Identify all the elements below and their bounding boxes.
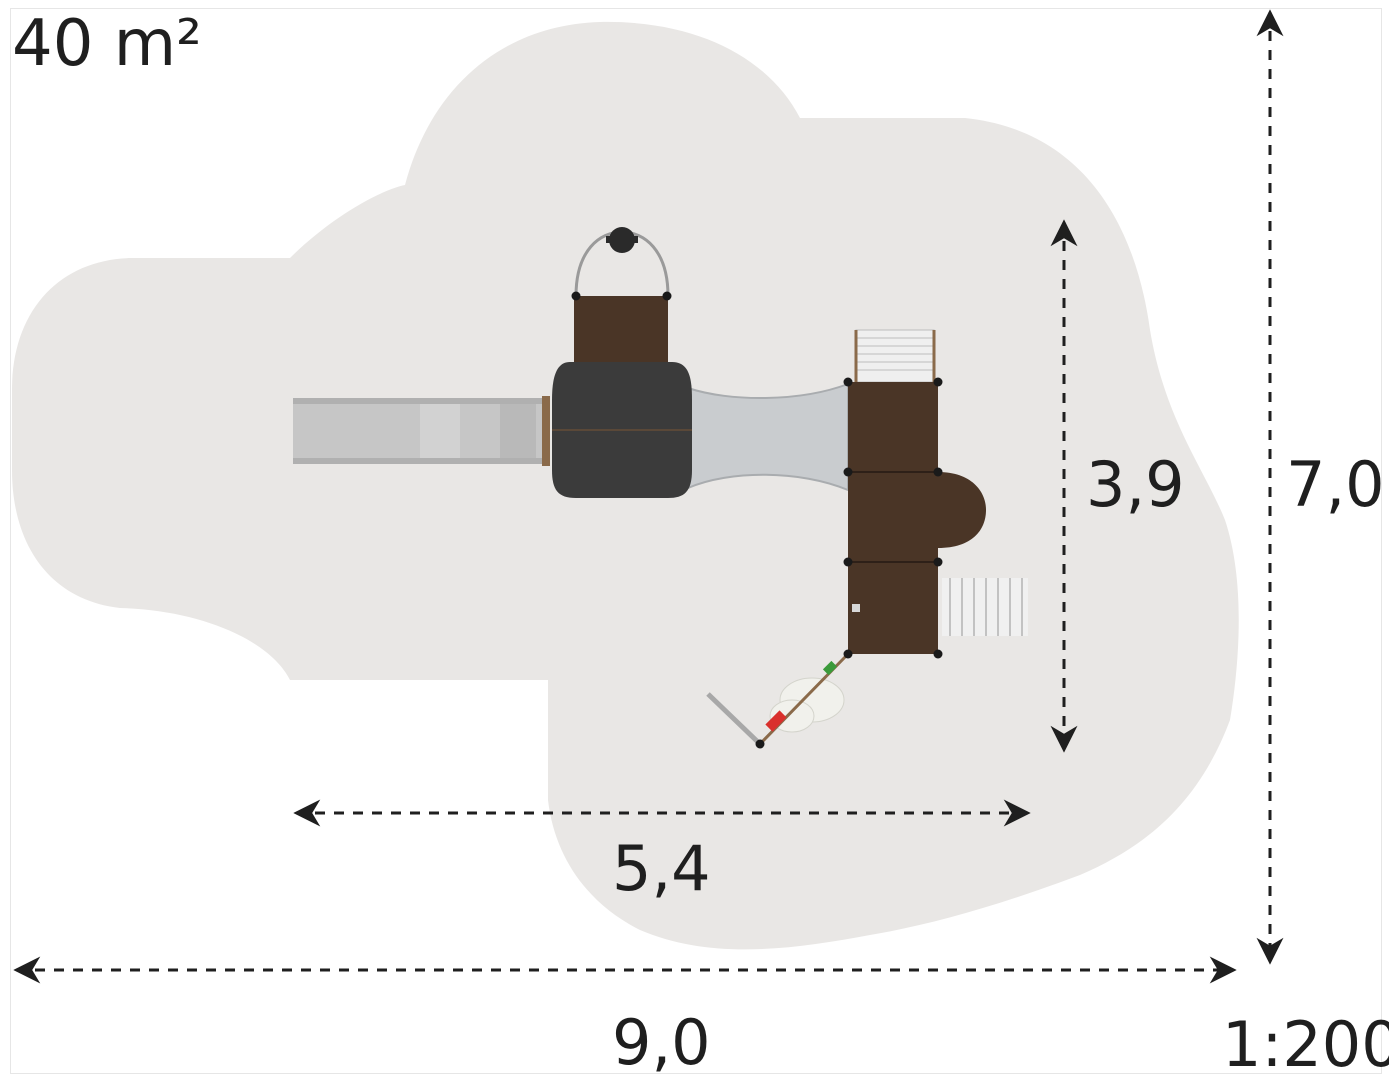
scale-label: 1:200 <box>1222 1008 1389 1081</box>
swing-seat-green <box>822 660 838 676</box>
drawing-frame <box>10 8 1382 1074</box>
climbing-panel <box>942 578 1028 636</box>
posts <box>571 291 943 749</box>
area-label: 40 m² <box>12 7 202 81</box>
slide <box>293 396 550 466</box>
equipment-depth-label: 3,9 <box>1086 448 1185 521</box>
swing-seat-red <box>765 710 787 732</box>
swing-arm <box>706 652 850 746</box>
total-depth-label: 7,0 <box>1286 448 1385 521</box>
total-width-label: 9,0 <box>612 1006 711 1079</box>
main-tower <box>848 382 986 654</box>
stairs <box>854 329 936 383</box>
climbing-arch <box>574 227 670 297</box>
upper-deck <box>574 296 668 366</box>
equipment-width-label: 5,4 <box>612 832 711 905</box>
tunnel-bridge <box>687 382 849 492</box>
